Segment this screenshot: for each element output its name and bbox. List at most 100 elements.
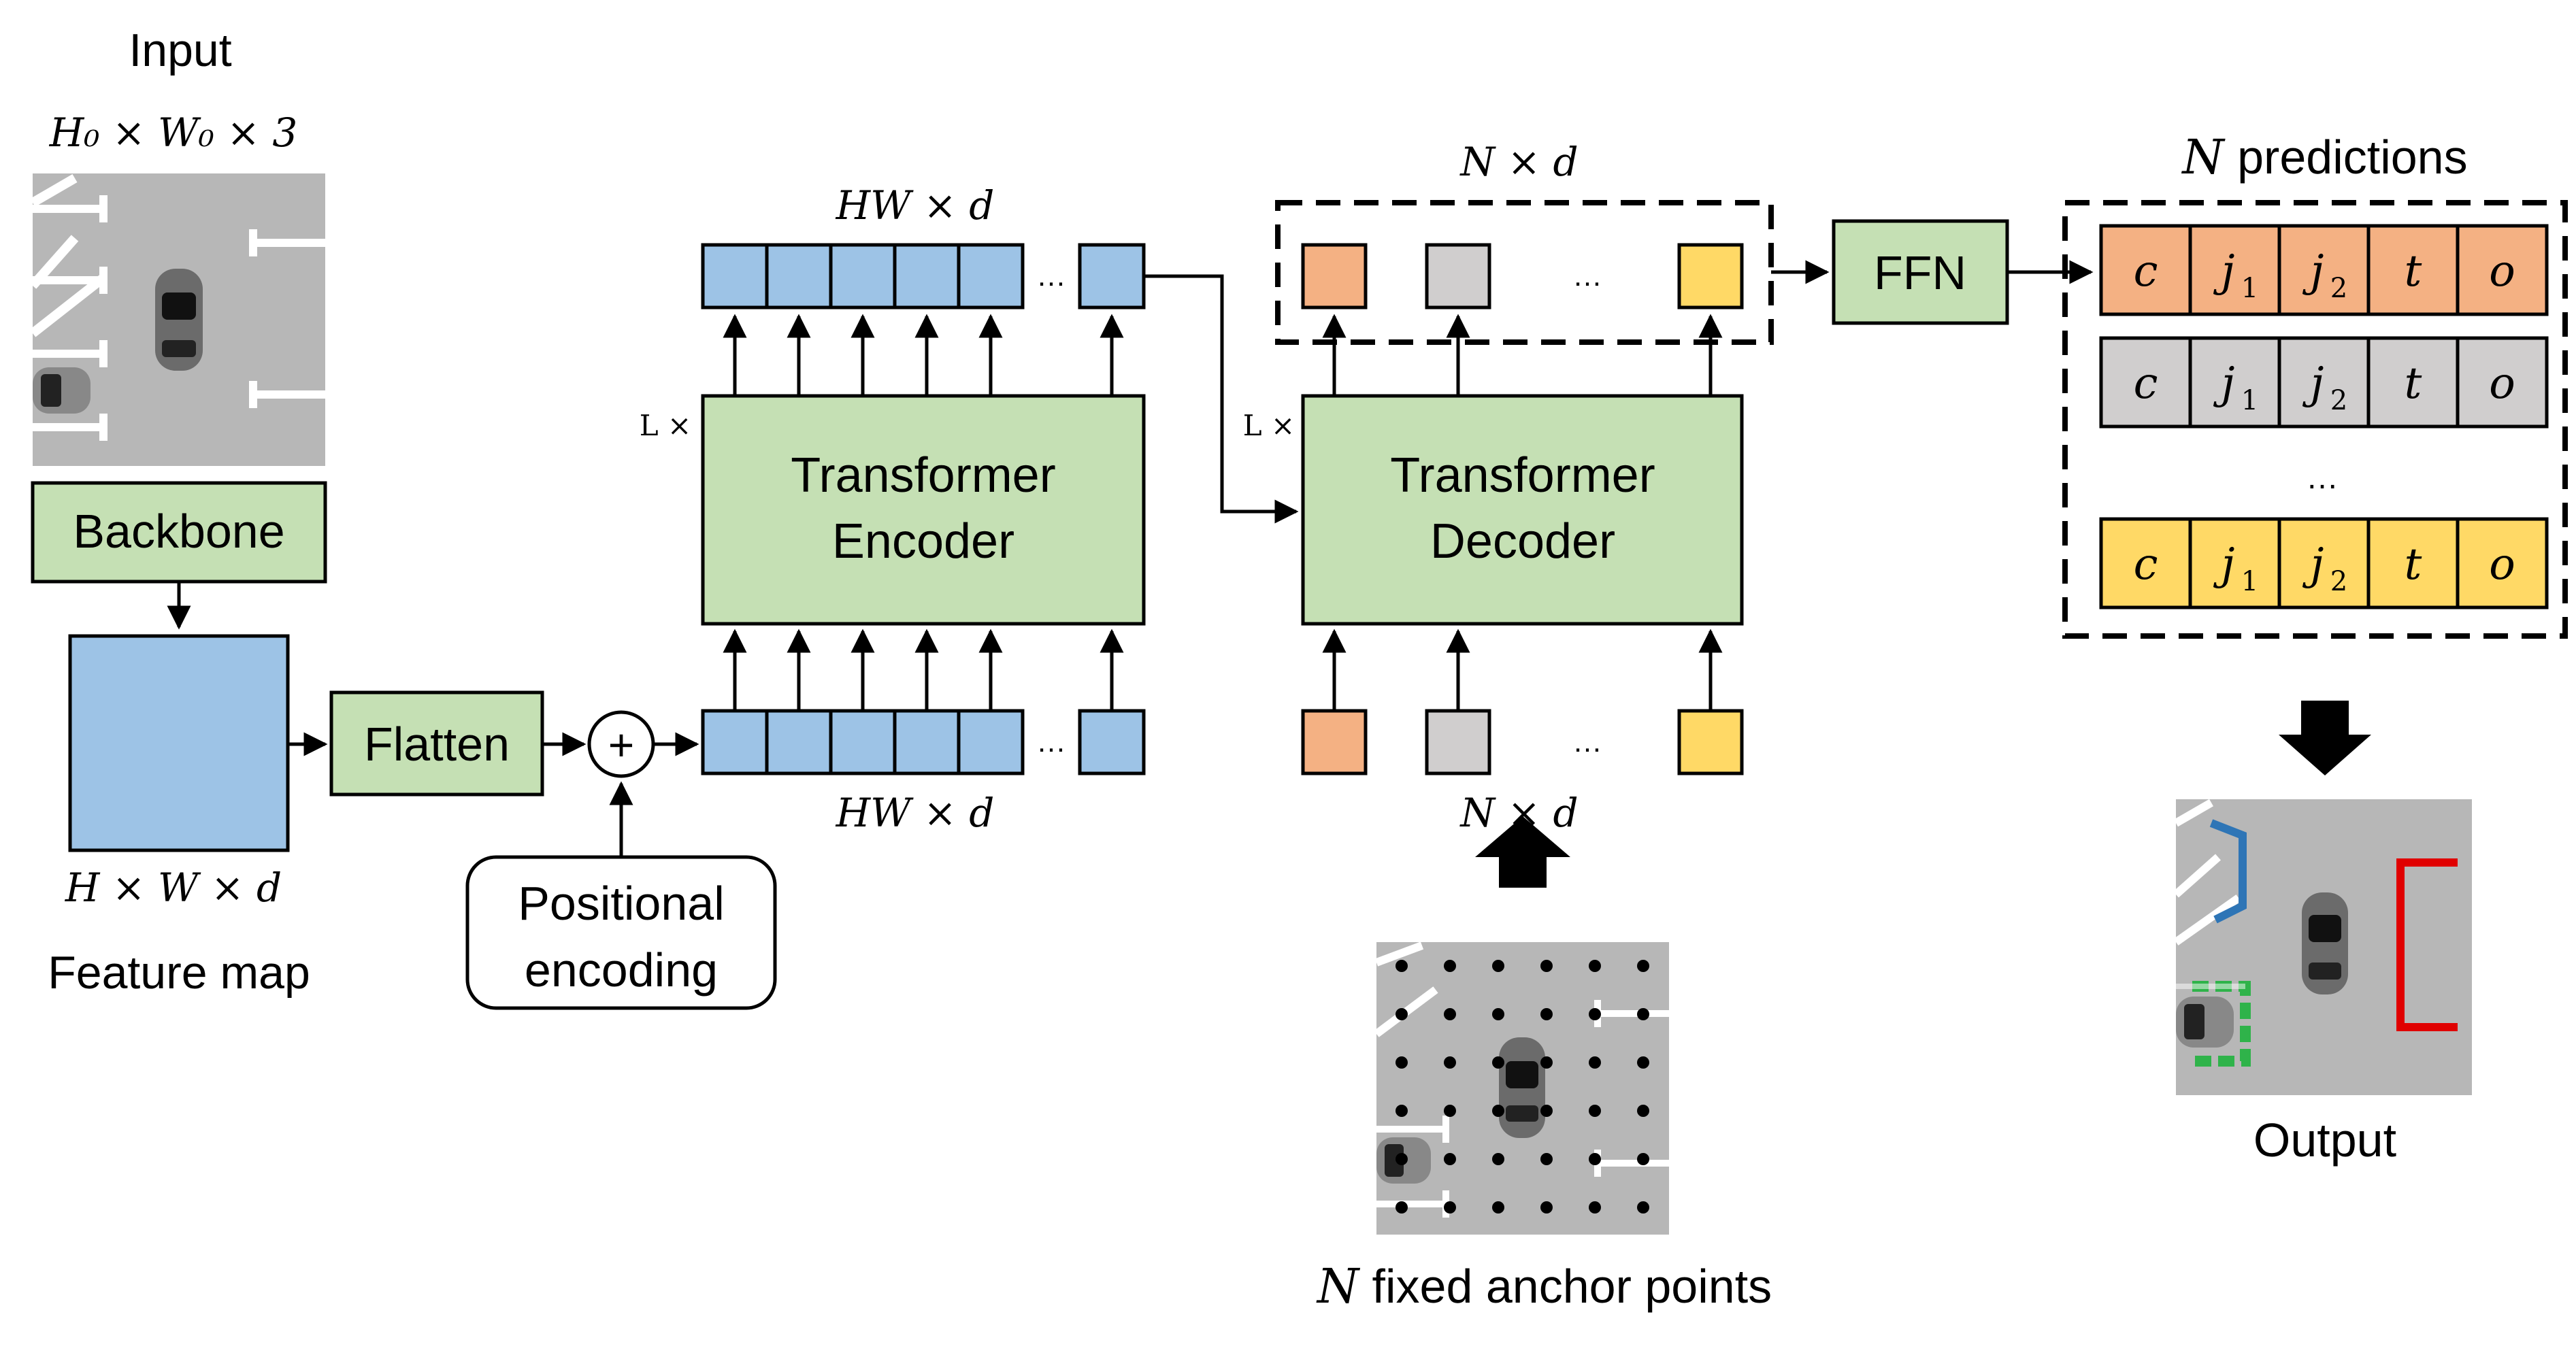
encoder-output-arrows xyxy=(723,314,1124,396)
encoder-bottom-dims: HW × d xyxy=(836,790,995,836)
anchor-point xyxy=(1637,1008,1649,1020)
anchor-point xyxy=(1589,960,1601,972)
prediction-cell xyxy=(2099,224,2192,316)
feature-map-block xyxy=(68,634,290,852)
encoder-input-arrows xyxy=(723,629,1124,711)
encoder-top-dims: HW × d xyxy=(836,182,995,229)
predictions-title: N predictions xyxy=(2181,129,2467,185)
decoder-label-line2: Decoder xyxy=(1430,514,1615,569)
anchor-point xyxy=(1637,1056,1649,1069)
svg-text:N predictions: N predictions xyxy=(2181,129,2467,185)
anchor-point xyxy=(1444,1008,1456,1020)
decoder-top-ellipsis: … xyxy=(1572,259,1602,292)
anchor-point xyxy=(1589,1201,1601,1214)
input-image xyxy=(29,173,325,466)
prediction-cell xyxy=(2188,224,2281,316)
input-dims: H₀ × W₀ × 3 xyxy=(49,110,298,156)
anchor-point xyxy=(1492,1056,1504,1069)
transformer-encoder-box xyxy=(701,394,1146,626)
anchor-point xyxy=(1444,1105,1456,1117)
encoder-label-line1: Transformer xyxy=(791,448,1055,503)
prediction-cell xyxy=(2277,224,2371,316)
positional-encoding-line2: encoding xyxy=(525,943,718,997)
backbone-label: Backbone xyxy=(73,505,284,558)
anchor-point xyxy=(1492,1201,1504,1214)
feature-map-dims: H × W × d xyxy=(65,865,282,911)
prediction-field-subscript: 2 xyxy=(2330,273,2347,304)
decoder-bottom-ellipsis: … xyxy=(1572,725,1602,758)
prediction-field-label: t xyxy=(2405,358,2422,409)
anchor-point xyxy=(1637,1153,1649,1165)
prediction-cell xyxy=(2456,517,2549,609)
prediction-cell xyxy=(2188,517,2281,609)
anchors-caption: N fixed anchor points xyxy=(1316,1258,1772,1314)
anchor-point xyxy=(1589,1105,1601,1117)
output-image xyxy=(2173,799,2472,1095)
prediction-field-label: o xyxy=(2489,358,2515,409)
anchor-point xyxy=(1637,1201,1649,1214)
prediction-cell xyxy=(2456,224,2549,316)
decoder-query-tokens xyxy=(1301,709,1744,775)
flatten-label: Flatten xyxy=(364,718,510,771)
decoder-label-line1: Transformer xyxy=(1390,448,1655,503)
encoder-bottom-ellipsis: … xyxy=(1036,725,1066,758)
prediction-cell xyxy=(2456,336,2549,429)
encoder-top-ellipsis: … xyxy=(1036,259,1066,292)
backbone-box xyxy=(31,481,327,584)
anchor-point xyxy=(1540,960,1553,972)
flatten-box xyxy=(329,690,544,797)
anchor-point xyxy=(1589,1008,1601,1020)
anchor-point xyxy=(1492,1105,1504,1117)
anchor-point xyxy=(1492,1153,1504,1165)
prediction-field-label: o xyxy=(2489,246,2515,297)
prediction-field-subscript: 1 xyxy=(2241,566,2258,597)
anchor-point xyxy=(1540,1153,1553,1165)
predictions-title-n: N xyxy=(2181,129,2226,185)
anchor-point xyxy=(1396,1201,1408,1214)
feature-map-caption: Feature map xyxy=(48,947,310,999)
prediction-field-label: t xyxy=(2405,246,2422,297)
prediction-field-subscript: 2 xyxy=(2330,385,2347,416)
memory-arrow xyxy=(1144,274,1299,524)
anchors-arrow xyxy=(1475,816,1570,888)
encoder-output-tokens xyxy=(701,243,1146,310)
prediction-field-label: c xyxy=(2134,358,2158,409)
prediction-cell xyxy=(2188,336,2281,429)
anchor-point xyxy=(1589,1056,1601,1069)
decoder-output-tokens xyxy=(1301,243,1744,310)
anchors-caption-rest: fixed anchor points xyxy=(1359,1260,1772,1313)
anchor-points-image xyxy=(1374,941,1669,1235)
anchor-point xyxy=(1637,1105,1649,1117)
anchor-point xyxy=(1396,960,1408,972)
prediction-field-label: c xyxy=(2134,539,2158,590)
anchor-point xyxy=(1444,1201,1456,1214)
anchor-point xyxy=(1637,960,1649,972)
predictions-ellipsis: … xyxy=(2306,460,2339,496)
encoder-label-line2: Encoder xyxy=(832,514,1014,569)
anchors-caption-n: N xyxy=(1316,1258,1361,1314)
anchor-point xyxy=(1396,1008,1408,1020)
anchor-point xyxy=(1589,1153,1601,1165)
encoder-repeat: L × xyxy=(640,409,691,442)
ffn-box xyxy=(1832,219,2009,325)
anchor-point xyxy=(1540,1008,1553,1020)
anchor-point xyxy=(1396,1105,1408,1117)
prediction-field-label: t xyxy=(2405,539,2422,590)
anchor-point xyxy=(1540,1056,1553,1069)
anchor-point xyxy=(1540,1201,1553,1214)
prediction-cell xyxy=(2277,336,2371,429)
anchor-point xyxy=(1444,1056,1456,1069)
decoder-repeat: L × xyxy=(1243,409,1295,442)
prediction-field-subscript: 1 xyxy=(2241,385,2258,416)
prediction-cell xyxy=(2099,336,2192,429)
decoder-output-group xyxy=(1275,200,1774,345)
ffn-label: FFN xyxy=(1874,246,1966,299)
prediction-field-subscript: 1 xyxy=(2241,273,2258,304)
anchor-point xyxy=(1540,1105,1553,1117)
anchor-point xyxy=(1396,1153,1408,1165)
